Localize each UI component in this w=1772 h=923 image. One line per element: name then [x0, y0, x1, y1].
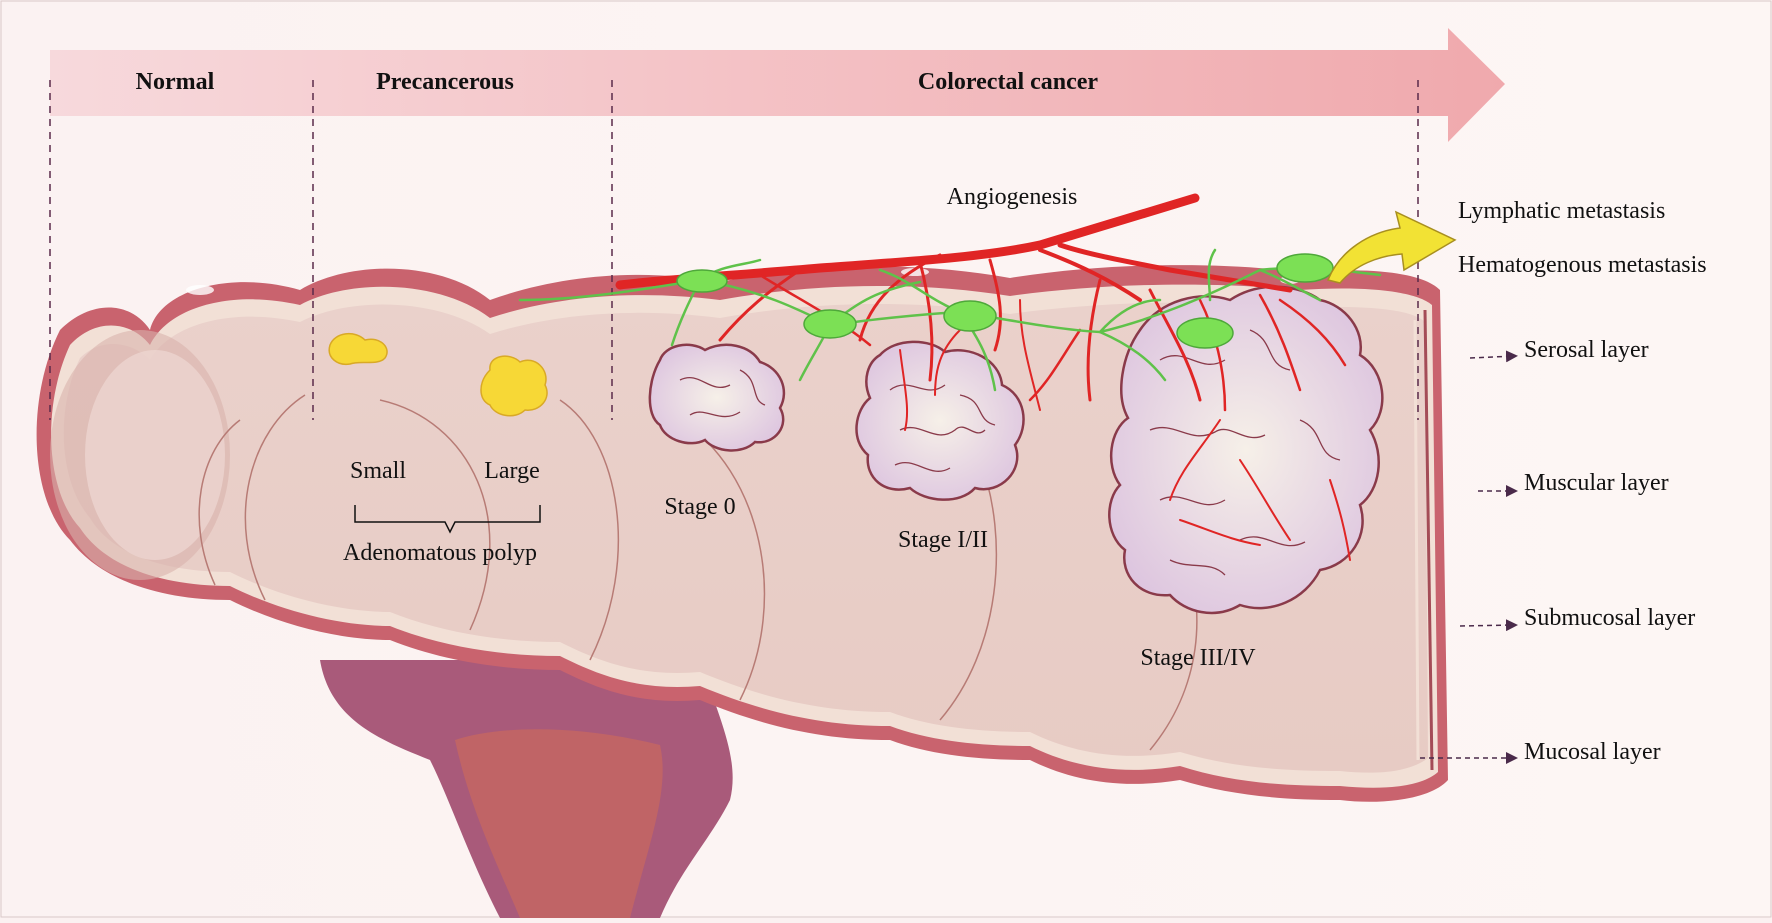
- lymph-node-3: [943, 300, 997, 332]
- lymph-node-5: [1276, 253, 1334, 283]
- lymph-nodes: [676, 253, 1334, 349]
- lymphatic-metastasis-label: Lymphatic metastasis: [1458, 198, 1665, 224]
- tumor-stage-0-folds: [679, 369, 766, 418]
- serosal-layer-label: Serosal layer: [1524, 337, 1649, 363]
- mucosal-layer-label: Mucosal layer: [1524, 739, 1661, 765]
- phase-precancerous-label: Precancerous: [376, 69, 514, 95]
- large-polyp: [480, 355, 548, 417]
- stage-0-label: Stage 0: [664, 494, 735, 520]
- tumor-stage-0: [648, 343, 786, 452]
- tumor-stage-12-folds: [889, 384, 996, 472]
- tumor-stage-34-folds: [1149, 329, 1341, 576]
- polyp-bracket: [354, 505, 541, 534]
- phase-normal-label: Normal: [136, 69, 215, 95]
- angiogenesis-label: Angiogenesis: [947, 184, 1078, 210]
- mesentery: [320, 660, 733, 918]
- small-polyp-label: Small: [350, 458, 406, 484]
- stage-34-label: Stage III/IV: [1140, 645, 1256, 671]
- metastasis-arrow: [1326, 210, 1457, 284]
- layer-pointers: [1420, 350, 1518, 764]
- hematogenous-metastasis-label: Hematogenous metastasis: [1458, 252, 1707, 278]
- muscular-layer-label: Muscular layer: [1524, 470, 1669, 496]
- lymph-node-2: [803, 309, 857, 339]
- tumor-stage-12: [855, 340, 1025, 501]
- small-polyp: [328, 333, 388, 366]
- stage-12-label: Stage I/II: [898, 527, 988, 553]
- submucosal-layer-label: Submucosal layer: [1524, 605, 1695, 631]
- adenomatous-polyp-label: Adenomatous polyp: [343, 540, 537, 566]
- progression-arrow: [50, 28, 1505, 142]
- large-polyp-label: Large: [484, 458, 540, 484]
- blood-vessels: [615, 193, 1351, 561]
- colon-body: [36, 265, 1449, 802]
- lymph-node-4: [1176, 317, 1234, 349]
- phase-cancer-label: Colorectal cancer: [918, 69, 1098, 95]
- lymph-node-1: [676, 269, 728, 293]
